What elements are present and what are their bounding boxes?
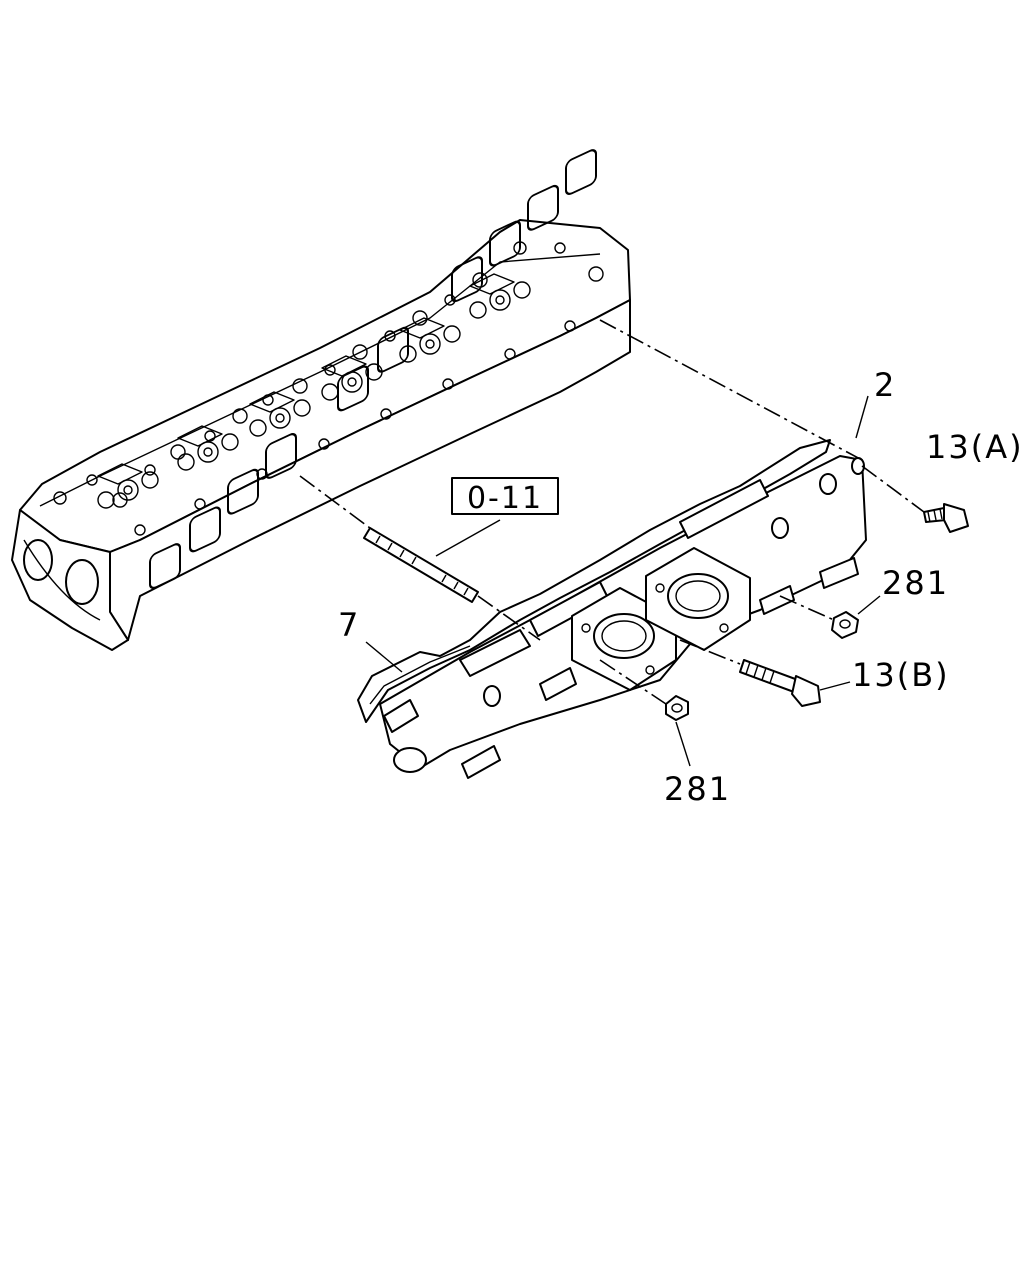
turbo-flange-rear <box>645 547 751 651</box>
head-bolt-holes <box>53 241 604 536</box>
valve-clusters <box>97 273 531 509</box>
nut-281-upper <box>831 611 859 639</box>
bolt-13b <box>739 659 821 707</box>
callout-281-lower: 281 <box>664 770 731 808</box>
stud-bolt <box>363 527 479 603</box>
leader-lines <box>365 395 881 767</box>
nut-281-lower <box>665 695 689 721</box>
bolt-13a <box>923 503 969 533</box>
callout-281-upper: 281 <box>882 564 949 602</box>
callout-2: 2 <box>874 366 896 404</box>
exhaust-manifold <box>379 455 867 779</box>
reference-box-label: 0-11 <box>467 481 543 516</box>
callout-13a: 13(A) <box>926 428 1024 466</box>
cylinder-head <box>11 149 631 651</box>
assembly-lines <box>299 319 925 705</box>
callout-7: 7 <box>338 606 360 644</box>
callout-13b: 13(B) <box>852 656 950 694</box>
reference-box: 0-11 <box>451 477 559 516</box>
